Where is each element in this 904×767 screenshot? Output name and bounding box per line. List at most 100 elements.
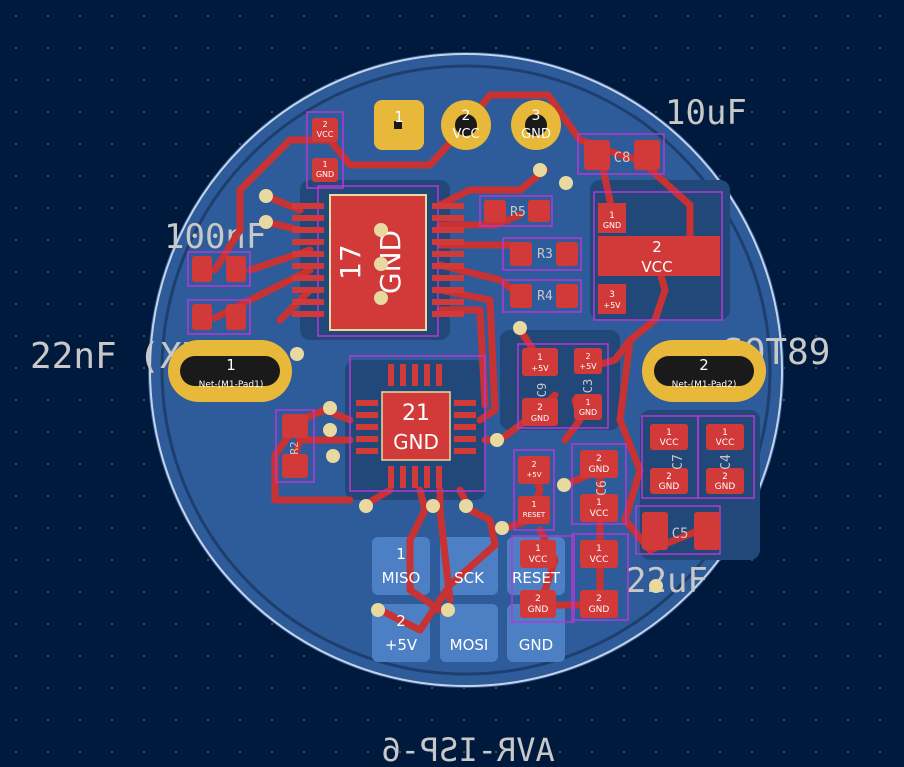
- cap-pad[interactable]: [580, 540, 618, 568]
- cap-pad[interactable]: [226, 304, 246, 330]
- cap-pad[interactable]: [706, 468, 744, 494]
- via[interactable]: [649, 579, 663, 593]
- mount-pad-2-net: Net-(M1-Pad2): [672, 380, 737, 390]
- resistor-pad[interactable]: [518, 456, 550, 484]
- resistor-pad[interactable]: [484, 200, 506, 222]
- cap-pad[interactable]: [584, 140, 610, 170]
- isp-pad-net: GND: [519, 636, 553, 654]
- resistor-pad[interactable]: [510, 284, 532, 308]
- cap-pad[interactable]: [192, 304, 212, 330]
- silk-value-10uf: 10uF: [665, 93, 747, 133]
- regulator-pad-1-net: GND: [603, 221, 621, 230]
- cap-pad[interactable]: [634, 140, 660, 170]
- mount-pad-2-number: 2: [699, 356, 709, 374]
- via[interactable]: [374, 291, 388, 305]
- regulator-pad-3-net: +5V: [603, 301, 621, 310]
- regulator-pad-3-number: 3: [609, 290, 615, 300]
- silk-ref-c8: C8: [614, 150, 631, 166]
- via[interactable]: [490, 433, 504, 447]
- pad-net: GND: [715, 482, 736, 492]
- via[interactable]: [459, 499, 473, 513]
- cap-pad[interactable]: [580, 590, 618, 618]
- pad-net: GND: [316, 170, 334, 179]
- via[interactable]: [374, 257, 388, 271]
- pad-number: 2: [535, 594, 541, 604]
- silk-ref-c6: C6: [595, 480, 610, 496]
- cap-pad[interactable]: [650, 424, 688, 450]
- cap-pad[interactable]: [522, 348, 558, 376]
- via[interactable]: [559, 176, 573, 190]
- silk-ref-c5: C5: [672, 526, 689, 542]
- pad-number: 1: [531, 500, 536, 509]
- silk-ref-r4: R4: [537, 289, 553, 304]
- pad-net: VCC: [317, 130, 334, 139]
- resistor-pad[interactable]: [282, 414, 308, 438]
- via[interactable]: [495, 521, 509, 535]
- cap-pad[interactable]: [522, 398, 558, 426]
- via[interactable]: [259, 215, 273, 229]
- resistor-pad[interactable]: [282, 454, 308, 478]
- isp-pad-net: MOSI: [450, 636, 489, 654]
- via[interactable]: [513, 321, 527, 335]
- isp-pad-5v[interactable]: [372, 604, 430, 662]
- regulator-pad-1[interactable]: [598, 203, 626, 233]
- cap-pad[interactable]: [192, 256, 212, 282]
- regulator-pad-2[interactable]: [598, 236, 720, 276]
- cap-pad[interactable]: [226, 256, 246, 282]
- cap-pad[interactable]: [574, 348, 602, 374]
- cap-pad[interactable]: [312, 118, 338, 142]
- qfn-thermal-pad[interactable]: [381, 391, 451, 461]
- regulator-pad-3[interactable]: [598, 284, 626, 314]
- via[interactable]: [290, 347, 304, 361]
- silk-ref-r5: R5: [510, 205, 526, 220]
- isp-pad-net: RESET: [512, 569, 561, 587]
- cap-pad[interactable]: [580, 494, 618, 522]
- pad-number: 2: [596, 594, 602, 604]
- isp-pad-mosi[interactable]: [440, 604, 498, 662]
- cap-pad[interactable]: [706, 424, 744, 450]
- via[interactable]: [557, 478, 571, 492]
- isp-pad-miso[interactable]: [372, 537, 430, 595]
- pad-number: 1: [596, 544, 602, 554]
- pad-net: +5V: [526, 471, 541, 479]
- via[interactable]: [323, 401, 337, 415]
- cap-pad[interactable]: [574, 394, 602, 420]
- cap-pad[interactable]: [312, 158, 338, 182]
- via[interactable]: [533, 163, 547, 177]
- silk-avr-isp-label: AVR-ISP-6: [381, 731, 554, 767]
- via[interactable]: [259, 189, 273, 203]
- pad-number: 1: [537, 353, 543, 363]
- pad-number: 2: [666, 472, 672, 482]
- silk-value-22uf: 22uF: [626, 561, 708, 601]
- cap-pad[interactable]: [694, 512, 720, 550]
- pad-number: 2: [322, 120, 327, 129]
- main-ic: 17 GND: [292, 194, 464, 331]
- cap-pad[interactable]: [642, 512, 668, 550]
- resistor-pad[interactable]: [518, 496, 550, 524]
- pad-net: VCC: [716, 438, 735, 448]
- resistor-pad[interactable]: [510, 242, 532, 266]
- cap-pad[interactable]: [520, 540, 556, 568]
- pad-number: 2: [531, 460, 536, 469]
- cap-pad[interactable]: [650, 468, 688, 494]
- via[interactable]: [359, 499, 373, 513]
- via[interactable]: [371, 603, 385, 617]
- via[interactable]: [326, 449, 340, 463]
- resistor-pad[interactable]: [556, 242, 578, 266]
- isp-pad-gnd[interactable]: [507, 604, 565, 662]
- pad-net: VCC: [590, 509, 609, 519]
- via[interactable]: [426, 499, 440, 513]
- via[interactable]: [441, 603, 455, 617]
- silk-ref-c4: C4: [719, 454, 734, 470]
- pad-net: GND: [531, 414, 549, 423]
- connector-pin-3-net: GND: [521, 127, 551, 142]
- via[interactable]: [374, 223, 388, 237]
- via[interactable]: [323, 423, 337, 437]
- resistor-pad[interactable]: [556, 284, 578, 308]
- pad-number: 1: [535, 544, 541, 554]
- resistor-pad[interactable]: [528, 200, 550, 222]
- cap-pad[interactable]: [520, 590, 556, 618]
- cap-pad[interactable]: [580, 450, 618, 478]
